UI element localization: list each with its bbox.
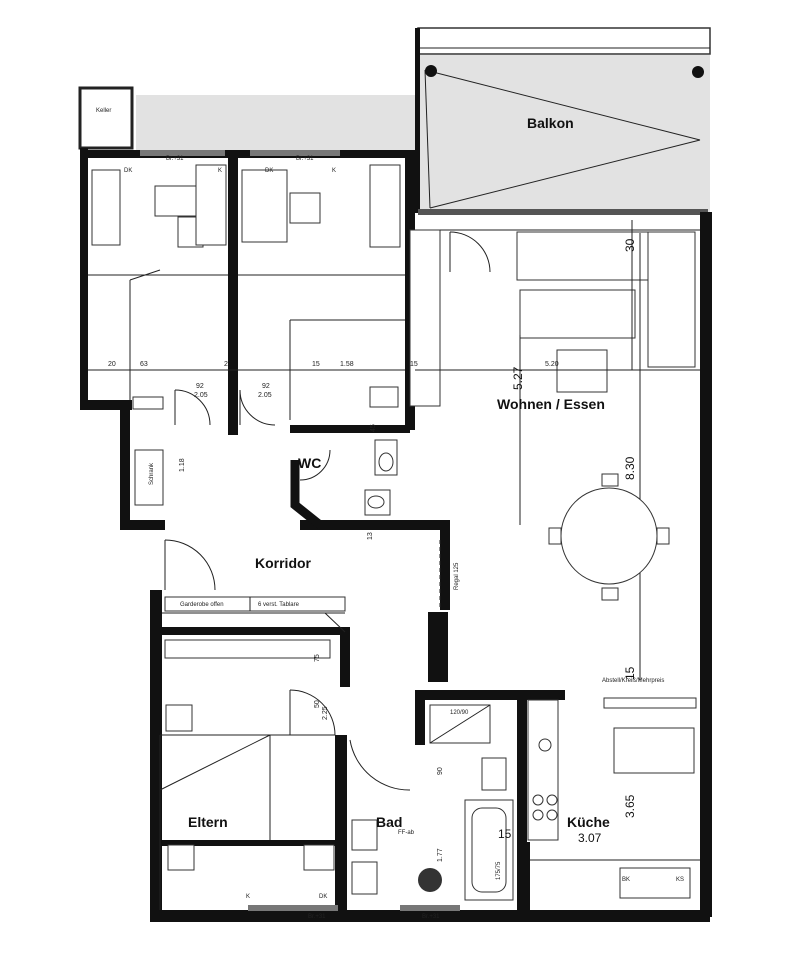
- label-kueche: Küche: [567, 814, 610, 830]
- dim-830: 8.30: [623, 456, 637, 480]
- dim-2: 2: [224, 361, 228, 368]
- window-eltern: [248, 905, 338, 911]
- label-korridor: Korridor: [255, 555, 312, 571]
- tablare-label: 6 verst. Tablare: [258, 602, 300, 608]
- bedroom-2: [238, 164, 405, 426]
- k-label-3: K: [246, 894, 250, 900]
- dim-75: 75: [314, 654, 321, 662]
- dim-20: 20: [108, 361, 116, 368]
- kueche-area: 3.07: [578, 831, 602, 845]
- schrank-label: Schrank: [149, 462, 155, 485]
- ff-label: FF-ab: [398, 830, 415, 836]
- dim-158: 1.58: [340, 361, 354, 368]
- dim-15c: 15: [312, 361, 320, 368]
- kitchen: [520, 697, 700, 912]
- label-wohnen-essen: Wohnen / Essen: [497, 396, 605, 412]
- dim-92a: 92: [196, 383, 204, 390]
- keller-box: [78, 86, 134, 150]
- window-label-3: Br.+31: [308, 914, 326, 920]
- dim-205b: 2.05: [258, 392, 272, 399]
- wardrobe: [162, 539, 346, 633]
- dim-527: 5.27: [511, 366, 525, 390]
- walls: [80, 148, 712, 922]
- bathroom: [349, 704, 514, 901]
- shower-size: 120/90: [450, 710, 469, 716]
- window-label-2: Br.+31: [296, 156, 314, 162]
- dim-225: 2.25: [322, 706, 329, 720]
- window-bedroom1: [140, 150, 225, 156]
- bk-label: BK: [622, 877, 630, 883]
- k-label-1: K: [218, 168, 222, 174]
- dim-205a: 2.05: [194, 392, 208, 399]
- eltern-room: [159, 639, 336, 910]
- dim-45: 45: [370, 424, 377, 432]
- keller-label: Keller: [96, 108, 111, 114]
- dim-63: 63: [140, 361, 148, 368]
- dim-15: 15: [623, 666, 637, 680]
- window-bedroom2: [250, 150, 340, 156]
- dim-92b: 92: [262, 383, 270, 390]
- window-label-1: Br.+31: [166, 156, 184, 162]
- dim-13: 13: [367, 532, 374, 540]
- dk-label-3: DK: [319, 894, 327, 900]
- tub-size: 175/75: [496, 861, 502, 880]
- bedroom-1: [88, 164, 228, 426]
- label-balkon: Balkon: [527, 115, 574, 131]
- k-label-2: K: [332, 168, 336, 174]
- dim-15d: 15: [410, 361, 418, 368]
- living-dining: [409, 229, 700, 680]
- wc-room: [290, 439, 398, 529]
- label-bad: Bad: [376, 814, 402, 830]
- regal-label: Regal 125: [454, 562, 460, 590]
- dim-365: 3.65: [623, 794, 637, 818]
- dim-50: 50: [314, 700, 321, 708]
- dim-520: 5.20: [545, 361, 559, 368]
- label-wc: WC: [298, 455, 321, 471]
- balcony-area: [136, 27, 711, 215]
- window-label-4: Br.+31: [422, 914, 440, 920]
- dk-label-2: DK: [265, 168, 273, 174]
- dim-30: 30: [623, 238, 637, 252]
- garderobe-label: Garderobe offen: [180, 602, 224, 608]
- window-bad: [400, 905, 460, 911]
- dim-15b: 15: [498, 827, 512, 841]
- dk-label-1: DK: [124, 168, 132, 174]
- dim-118: 1.18: [179, 458, 186, 472]
- abstell-label: Abstell/Kreiß/Mehrpreis: [602, 678, 664, 684]
- ks-label: KS: [676, 877, 684, 883]
- label-eltern: Eltern: [188, 814, 228, 830]
- dim-177: 1.77: [437, 848, 444, 862]
- dim-90: 90: [437, 767, 444, 775]
